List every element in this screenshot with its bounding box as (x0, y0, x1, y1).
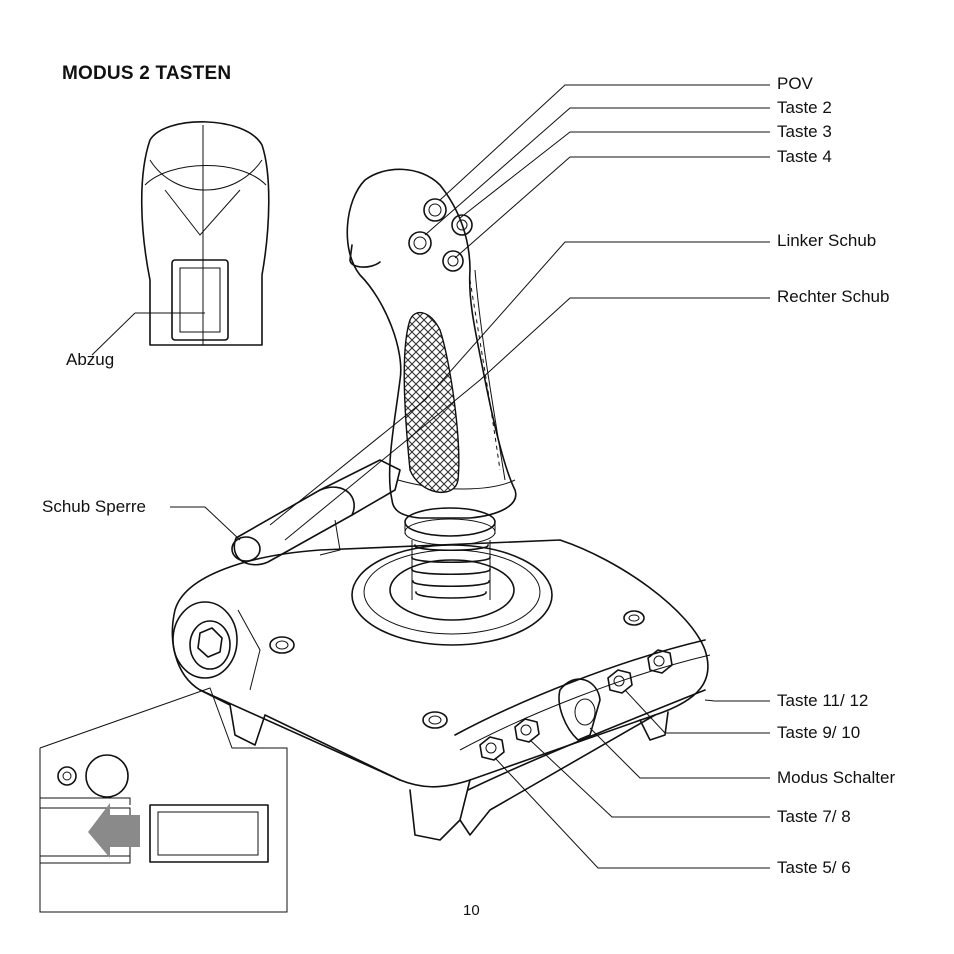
label-taste-11-12: Taste 11/ 12 (777, 691, 869, 710)
label-abzug: Abzug (66, 350, 115, 369)
joystick-handle (346, 168, 517, 519)
label-taste-7-8: Taste 7/ 8 (777, 807, 851, 826)
label-taste-5-6: Taste 5/ 6 (777, 858, 851, 877)
page-title: MODUS 2 TASTEN (62, 63, 232, 84)
label-schub-sperre: Schub Sperre (42, 497, 146, 516)
toggle-switches (479, 649, 673, 761)
label-modus-schalter: Modus Schalter (777, 768, 896, 787)
label-pov: POV (777, 74, 813, 93)
label-taste-3: Taste 3 (777, 122, 832, 141)
trigger-side-view (140, 121, 270, 346)
label-linker-schub: Linker Schub (777, 231, 877, 250)
label-taste-9-10: Taste 9/ 10 (777, 723, 861, 742)
label-rechter-schub: Rechter Schub (777, 287, 890, 306)
page-number: 10 (463, 902, 480, 919)
inset-detail (39, 687, 288, 913)
label-taste-4: Taste 4 (777, 147, 832, 166)
throttle-lever (231, 459, 401, 566)
joystick-base (171, 507, 711, 841)
leader-lines (91, 84, 770, 869)
label-taste-2: Taste 2 (777, 98, 832, 117)
